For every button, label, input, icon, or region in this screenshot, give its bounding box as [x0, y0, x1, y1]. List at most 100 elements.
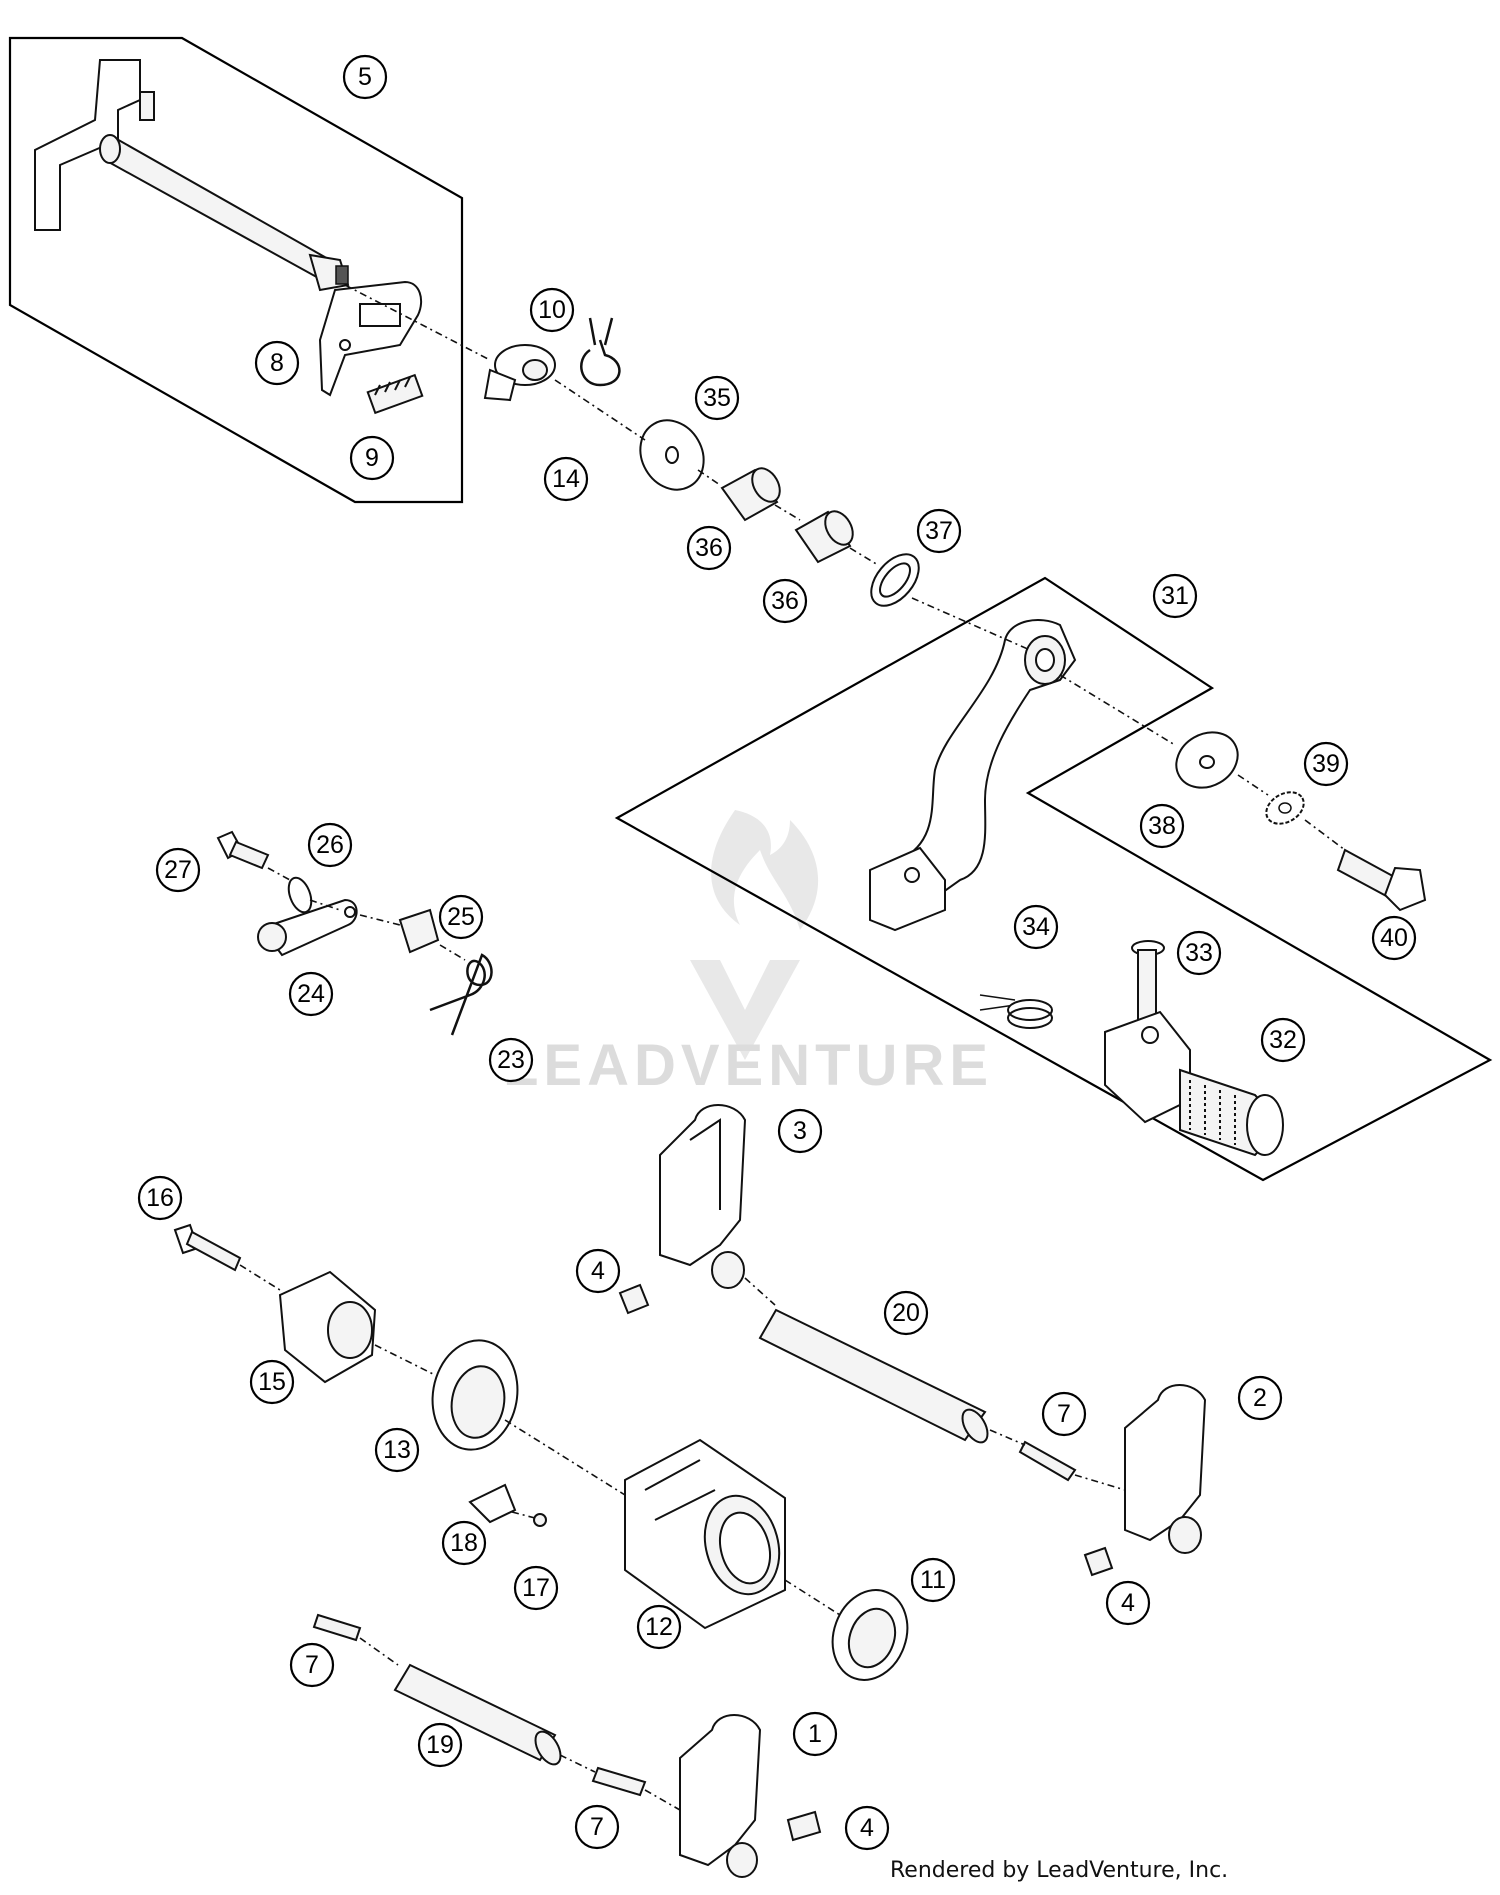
- svg-text:7: 7: [1057, 1400, 1071, 1428]
- svg-text:14: 14: [552, 465, 580, 493]
- callout-33: 33: [1176, 930, 1222, 976]
- spring-part-7-b: [312, 1613, 362, 1642]
- roller-part-25: [398, 908, 440, 954]
- shift-star-part-15: [278, 1270, 377, 1384]
- bolt-part-16: [173, 1223, 242, 1272]
- spring-part-23: [429, 953, 493, 1036]
- bearing-part-11: [831, 1589, 909, 1681]
- bolt-part-40: [1336, 848, 1427, 912]
- screw-part-17: [533, 1513, 547, 1527]
- pin-part-33: [1131, 940, 1165, 1023]
- callout-10: 10: [529, 287, 575, 333]
- lever-part-24: [257, 898, 358, 957]
- svg-text:39: 39: [1312, 750, 1340, 778]
- svg-text:7: 7: [305, 1651, 319, 1679]
- callout-38: 38: [1139, 803, 1185, 849]
- leadventure-watermark-logo: [690, 810, 819, 1060]
- callout-32: 32: [1260, 1017, 1306, 1063]
- bearing-part-36-b: [794, 510, 854, 564]
- pin-part-4-c: [786, 1810, 822, 1842]
- svg-text:13: 13: [383, 1436, 411, 1464]
- callout-3: 3: [777, 1108, 823, 1154]
- svg-text:20: 20: [892, 1299, 920, 1327]
- svg-text:12: 12: [645, 1613, 673, 1641]
- group-outline-5: [8, 36, 464, 504]
- callout-31: 31: [1152, 573, 1198, 619]
- callout-36-b: 36: [762, 578, 808, 624]
- svg-text:40: 40: [1380, 924, 1408, 952]
- svg-text:31: 31: [1161, 582, 1189, 610]
- spring-clip-part-14: [580, 317, 621, 387]
- callout-37: 37: [916, 508, 962, 554]
- svg-text:1: 1: [808, 1720, 822, 1748]
- svg-text:34: 34: [1022, 913, 1050, 941]
- fork-shaft-part-19: [393, 1663, 562, 1766]
- lock-washer-part-39: [1265, 791, 1305, 825]
- svg-text:8: 8: [270, 349, 284, 377]
- shift-fork-part-1: [679, 1714, 762, 1878]
- callout-36-a: 36: [686, 525, 732, 571]
- svg-text:4: 4: [591, 1257, 605, 1285]
- shift-lever-part-31: [869, 619, 1077, 932]
- assembly-axis-lines: [239, 284, 1346, 1811]
- shift-fork-part-2: [1124, 1384, 1207, 1554]
- callout-16: 16: [137, 1175, 183, 1221]
- washer-part-35: [639, 419, 705, 491]
- svg-text:4: 4: [1121, 1589, 1135, 1617]
- callout-1: 1: [792, 1711, 838, 1757]
- svg-text:11: 11: [920, 1566, 946, 1594]
- callout-12: 12: [636, 1604, 682, 1650]
- svg-text:18: 18: [450, 1529, 478, 1557]
- washer-part-38: [1175, 731, 1239, 789]
- svg-text:37: 37: [925, 517, 953, 545]
- fork-shaft-part-20: [758, 1308, 989, 1444]
- callout-15: 15: [249, 1359, 295, 1405]
- pin-part-4-a: [618, 1283, 650, 1315]
- watermark-text: LEADVENTURE: [503, 1033, 993, 1098]
- svg-text:7: 7: [590, 1813, 604, 1841]
- callout-11: 11: [910, 1557, 956, 1603]
- callout-19: 19: [417, 1722, 463, 1768]
- callout-7-a: 7: [1041, 1391, 1087, 1437]
- svg-text:38: 38: [1148, 812, 1176, 840]
- callout-4-b: 4: [1105, 1580, 1151, 1626]
- callout-40: 40: [1371, 915, 1417, 961]
- callout-23: 23: [488, 1037, 534, 1083]
- callout-18: 18: [441, 1520, 487, 1566]
- shift-fork-part-3: [659, 1104, 747, 1289]
- callout-8: 8: [254, 340, 300, 386]
- callout-14: 14: [543, 456, 589, 502]
- svg-text:32: 32: [1269, 1026, 1297, 1054]
- clip-part-18: [468, 1483, 517, 1524]
- spring-part-34: [979, 994, 1053, 1029]
- spring-part-7-c: [591, 1766, 647, 1797]
- svg-text:9: 9: [365, 444, 379, 472]
- shift-peg-part-32: [1104, 1010, 1284, 1157]
- washer-part-26: [287, 876, 313, 914]
- callout-20: 20: [883, 1290, 929, 1336]
- svg-text:2: 2: [1253, 1384, 1267, 1412]
- shift-drum-part-12: [624, 1438, 786, 1630]
- svg-text:24: 24: [297, 980, 325, 1008]
- callout-2: 2: [1237, 1375, 1283, 1421]
- svg-text:3: 3: [793, 1117, 807, 1145]
- spring-part-7-a: [1018, 1440, 1077, 1482]
- seal-part-37: [870, 553, 920, 607]
- svg-text:36: 36: [695, 534, 723, 562]
- spring-part-9: [366, 373, 424, 415]
- svg-text:25: 25: [447, 903, 475, 931]
- callout-25: 25: [438, 894, 484, 940]
- callout-9: 9: [349, 435, 395, 481]
- svg-text:35: 35: [703, 384, 731, 412]
- svg-text:15: 15: [258, 1368, 286, 1396]
- svg-text:26: 26: [316, 831, 344, 859]
- svg-text:19: 19: [426, 1731, 454, 1759]
- bearing-part-13: [431, 1339, 519, 1451]
- pin-part-4-b: [1083, 1546, 1114, 1577]
- svg-text:5: 5: [358, 63, 372, 91]
- callout-4-c: 4: [844, 1805, 890, 1851]
- svg-text:36: 36: [771, 587, 799, 615]
- callout-7-b: 7: [289, 1642, 335, 1688]
- callout-34: 34: [1013, 904, 1059, 950]
- callout-27: 27: [155, 847, 201, 893]
